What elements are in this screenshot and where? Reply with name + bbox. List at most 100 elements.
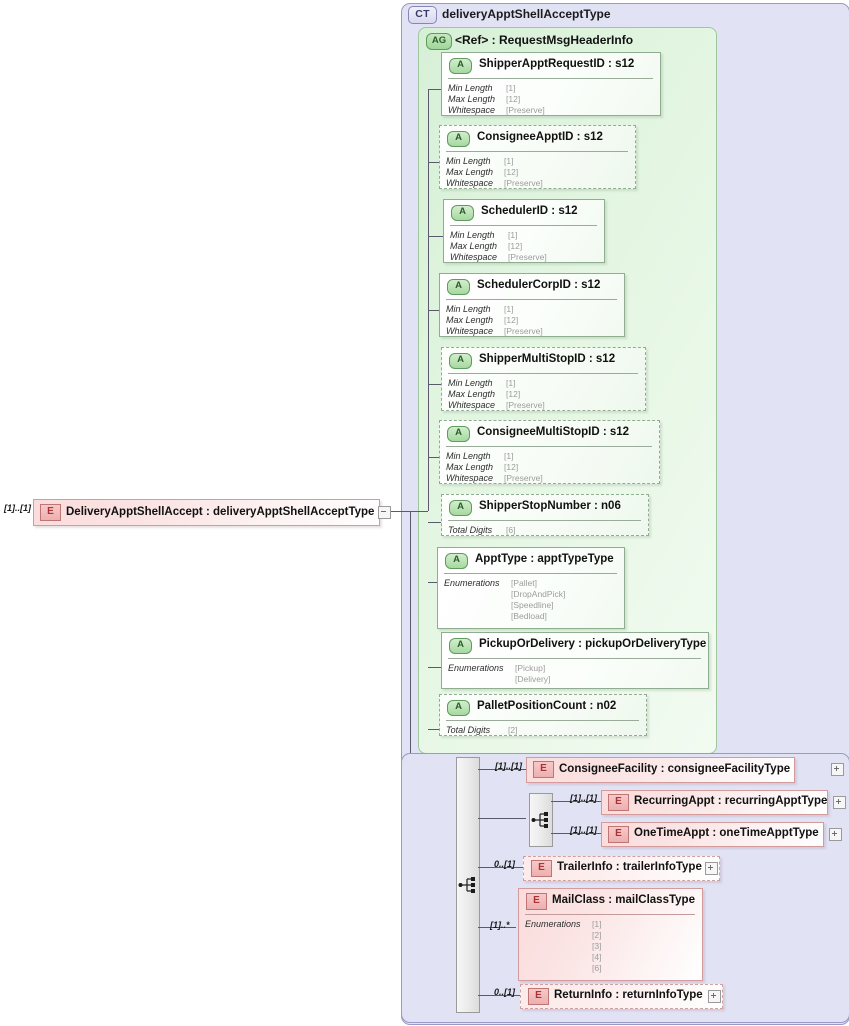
facet-name: Max Length (446, 167, 494, 177)
facet-name: Whitespace (446, 326, 494, 336)
sequence-compositor-nested[interactable] (529, 793, 553, 847)
element-icon: E (533, 761, 554, 778)
attribute-label: PalletPositionCount : n02 (477, 700, 617, 712)
attribute-label: ConsigneeMultiStopID : s12 (477, 426, 630, 438)
facet-name: Whitespace (448, 400, 496, 410)
facet-name: Max Length (446, 315, 494, 325)
child-cardinality: 0..[1] (494, 987, 516, 997)
connector-child-1 (478, 769, 526, 770)
child-element-box[interactable]: E MailClass : mailClassType Enumerations… (518, 888, 703, 981)
attribute-group-title: <Ref> : RequestMsgHeaderInfo (455, 33, 634, 47)
facet-value: [Pickup] (515, 663, 546, 673)
attribute-icon: A (447, 131, 470, 147)
plus-box-icon[interactable] (705, 862, 718, 875)
facet-value: [1] (506, 83, 516, 93)
facet-value: [12] (504, 315, 519, 325)
attribute-box[interactable]: A ConsigneeMultiStopID : s12 Min Length … (439, 420, 660, 484)
attribute-icon: A (449, 353, 472, 369)
facet-value: [Preserve] (506, 105, 545, 115)
connector-child-2 (551, 801, 601, 802)
attribute-box[interactable]: A PickupOrDelivery : pickupOrDeliveryTyp… (441, 632, 709, 689)
facet-value: [12] (506, 94, 521, 104)
child-element-label: RecurringAppt : recurringApptType (634, 795, 828, 807)
child-cardinality: [1]..[1] (570, 793, 597, 803)
attribute-label: ApptType : apptTypeType (475, 553, 614, 565)
plus-box-icon[interactable] (831, 763, 844, 776)
facet-name: Enumerations (444, 578, 500, 588)
attribute-box[interactable]: A SchedulerCorpID : s12 Min Length [1] M… (439, 273, 625, 337)
divider (525, 914, 695, 915)
divider (448, 520, 641, 521)
plus-box-icon[interactable] (833, 796, 846, 809)
facet-name: Max Length (446, 462, 494, 472)
facet-name: Min Length (446, 304, 491, 314)
facet-value: [6] (506, 525, 516, 535)
facet-name: Max Length (448, 94, 496, 104)
root-element-box[interactable]: E DeliveryApptShellAccept : deliveryAppt… (33, 499, 380, 526)
attribute-box[interactable]: A PalletPositionCount : n02 Total Digits… (439, 694, 647, 736)
connector-attr-7 (428, 522, 442, 523)
child-element-label: TrailerInfo : trailerInfoType (557, 861, 702, 873)
facet-name: Max Length (450, 241, 498, 251)
connector-root-stub (382, 511, 428, 512)
connector-attr-1 (428, 89, 442, 90)
attribute-box[interactable]: A ConsigneeApptID : s12 Min Length [1] M… (439, 125, 636, 189)
attribute-box[interactable]: A ShipperMultiStopID : s12 Min Length [1… (441, 347, 646, 411)
facet-value: [12] (508, 241, 523, 251)
facet-value: [Preserve] (504, 473, 543, 483)
attribute-box[interactable]: A ShipperApptRequestID : s12 Min Length … (441, 52, 661, 116)
connector-child-group (478, 818, 526, 819)
attribute-icon: A (445, 553, 468, 569)
attribute-icon: A (447, 700, 470, 716)
facet-name: Total Digits (446, 725, 491, 735)
divider (448, 658, 701, 659)
child-element-box[interactable]: E ConsigneeFacility : consigneeFacilityT… (526, 757, 795, 783)
facet-value: [1] (508, 230, 518, 240)
divider (446, 720, 639, 721)
child-element-box[interactable]: E TrailerInfo : trailerInfoType (523, 856, 720, 881)
divider (446, 446, 652, 447)
facet-value: [Pallet] (511, 578, 537, 588)
connector-child-4 (478, 867, 523, 868)
element-icon: E (526, 893, 547, 910)
facet-name: Total Digits (448, 525, 493, 535)
attribute-box[interactable]: A ShipperStopNumber : n06 Total Digits [… (441, 494, 649, 536)
plus-box-icon[interactable] (708, 990, 721, 1003)
facet-value: [Delivery] (515, 674, 551, 684)
attribute-box[interactable]: A ApptType : apptTypeType Enumerations [… (437, 547, 625, 629)
child-element-label: OneTimeAppt : oneTimeApptType (634, 827, 819, 839)
child-element-box[interactable]: E RecurringAppt : recurringApptType (601, 790, 828, 815)
element-icon: E (40, 504, 61, 521)
sequence-compositor-root[interactable] (456, 757, 480, 1013)
connector-attr-9 (428, 667, 442, 668)
facet-value: [2] (508, 725, 518, 735)
divider (446, 299, 617, 300)
facet-name: Min Length (446, 156, 491, 166)
facet-name: Min Length (448, 83, 493, 93)
connector-attr-5 (428, 384, 442, 385)
facet-value: [Preserve] (508, 252, 547, 262)
attribute-label: PickupOrDelivery : pickupOrDeliveryType (479, 638, 707, 650)
facet-value: [1] (504, 451, 514, 461)
minus-box-icon[interactable] (378, 506, 391, 519)
attribute-icon: A (449, 58, 472, 74)
element-icon: E (608, 794, 629, 811)
connector-child-5 (478, 927, 516, 928)
connector-attr-3 (428, 236, 444, 237)
plus-box-icon[interactable] (829, 828, 842, 841)
child-cardinality: [1]..[1] (495, 761, 522, 771)
element-icon: E (531, 860, 552, 877)
attribute-box[interactable]: A SchedulerID : s12 Min Length [1] Max L… (443, 199, 605, 263)
facet-name: Whitespace (450, 252, 498, 262)
connector-seq-trunk (410, 511, 411, 881)
attribute-label: ConsigneeApptID : s12 (477, 131, 603, 143)
child-element-box[interactable]: E ReturnInfo : returnInfoType (520, 984, 723, 1009)
divider (450, 225, 597, 226)
divider (444, 573, 617, 574)
facet-value: [12] (504, 462, 519, 472)
facet-name: Enumerations (525, 919, 581, 929)
facet-value: [1] (504, 156, 514, 166)
child-element-box[interactable]: E OneTimeAppt : oneTimeApptType (601, 822, 824, 847)
connector-attr-6 (428, 457, 440, 458)
